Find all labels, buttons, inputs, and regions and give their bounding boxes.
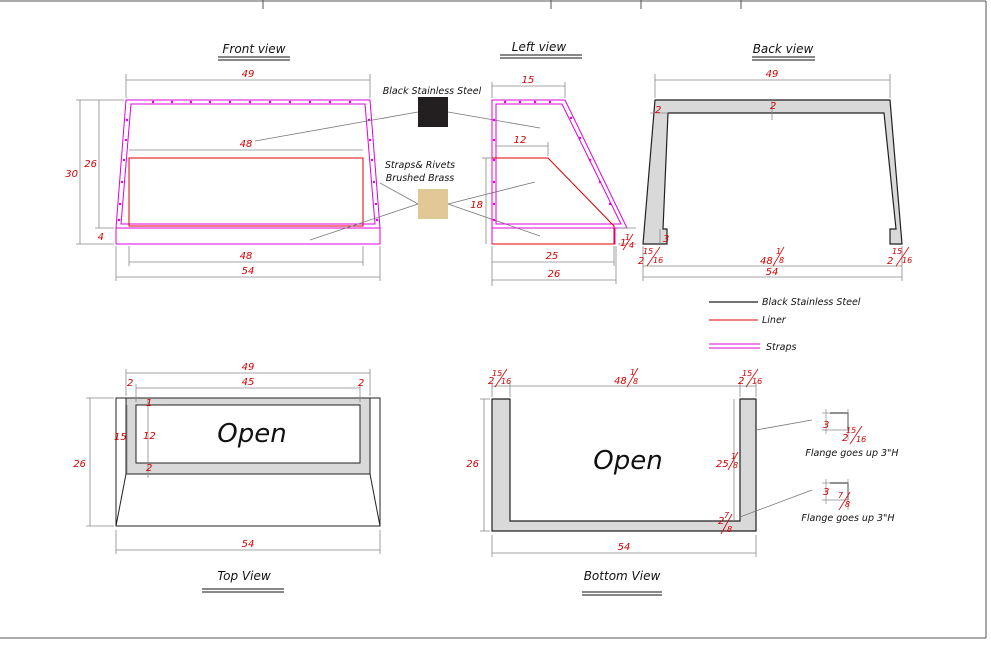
top-view: Open 49 45 2 2 1 15 12 2 26 54 Top View — [73, 362, 381, 593]
back-dim-mid-den: 8 — [779, 256, 784, 265]
flange1-dim-h: 3 — [823, 420, 829, 431]
front-view-title: Front view — [223, 42, 286, 56]
top-view-open-label: Open — [217, 419, 286, 449]
front-view: Front view 49 48 48 54 30 2 — [65, 42, 381, 281]
top-dim-bottom: 54 — [242, 539, 255, 550]
front-rivets — [117, 100, 379, 222]
legend-straps: Straps — [766, 342, 797, 353]
left-view-title: Left view — [512, 40, 567, 54]
back-dim-mid-w: 48 — [760, 256, 773, 267]
bottom-dim-right-w: 2 — [738, 376, 744, 387]
back-steel-profile — [642, 99, 903, 245]
top-dim-h-total: 26 — [73, 459, 86, 470]
bottom-view: Open 2 15 16 48 1 8 2 15 16 26 25 1 8 2 … — [466, 367, 813, 596]
legend-black-ss: Black Stainless Steel — [762, 297, 861, 308]
top-view-title: Top View — [217, 569, 271, 583]
brass-swatch — [418, 189, 448, 219]
flange-detail-2: 3 7 8 Flange goes up 3"H — [801, 479, 895, 524]
top-dim-top: 49 — [242, 362, 255, 373]
bottom-dim-left-w: 2 — [488, 376, 494, 387]
left-dim-h: 18 — [470, 200, 483, 211]
back-dim-flange: 3 — [663, 234, 669, 245]
bottom-steel-profile — [491, 398, 757, 532]
flange1-dim-num: 15 — [846, 426, 856, 435]
flange-detail-1: 3 2 15 16 Flange goes up 3"H — [805, 409, 899, 459]
bottom-dim-t-den: 8 — [727, 525, 732, 534]
back-dim-bottom: 54 — [766, 267, 779, 278]
bottom-dim-h: 26 — [466, 459, 479, 470]
material-callouts: Black Stainless Steel Straps& Rivets Bru… — [254, 86, 541, 241]
front-dim-bottom-inner: 48 — [240, 251, 253, 262]
front-dim-h-total: 30 — [65, 169, 78, 180]
flange2-dim-den: 8 — [845, 500, 850, 509]
front-dim-mid: 48 — [240, 139, 253, 150]
front-dim-bottom: 54 — [242, 266, 255, 277]
top-dim-left: 2 — [127, 378, 133, 389]
back-dim-right-w: 2 — [887, 256, 893, 267]
back-dim-top-thickness: 2 — [770, 101, 776, 112]
back-dim-left-w: 2 — [638, 256, 644, 267]
left-dim-bottom: 26 — [548, 269, 561, 280]
left-dim-bottom-liner: 25 — [546, 251, 559, 262]
bottom-dim-mid-num: 1 — [630, 368, 635, 377]
flange1-dim-w: 2 — [842, 433, 848, 444]
back-dim-right-num: 15 — [892, 247, 902, 256]
bottom-dim-right-num: 15 — [742, 369, 752, 378]
bottom-dim-mid-den: 8 — [633, 377, 638, 386]
bottom-dim-left-num: 15 — [492, 369, 502, 378]
black-ss-swatch — [418, 97, 448, 127]
front-dim-top: 49 — [242, 69, 255, 80]
legend-liner: Liner — [762, 315, 787, 326]
back-view-title: Back view — [753, 42, 814, 56]
back-view: Back view 49 2 2 3 2 15 16 48 1 8 2 15 1… — [638, 42, 912, 281]
bottom-dim-t-w: 2 — [718, 516, 724, 527]
left-dim-top: 15 — [522, 75, 535, 86]
black-ss-label: Black Stainless Steel — [383, 86, 482, 97]
left-view: Left view 15 12 18 25 26 1 1 4 — [470, 40, 636, 286]
back-dim-right-den: 16 — [902, 256, 912, 265]
left-dim-den: 4 — [629, 241, 634, 250]
flange2-dim-num: 7 — [838, 491, 844, 500]
top-dim-right: 2 — [358, 378, 364, 389]
straps-label-line1: Straps& Rivets — [385, 160, 455, 171]
bottom-dim-h-in: 25 — [716, 459, 729, 470]
bottom-dim-h-num: 1 — [731, 452, 736, 461]
back-dim-side: 2 — [655, 105, 661, 116]
flange2-dim-h: 3 — [823, 487, 829, 498]
bottom-view-title: Bottom View — [584, 569, 661, 583]
front-dim-h-body: 26 — [84, 159, 97, 170]
flange2-note: Flange goes up 3"H — [801, 513, 894, 524]
top-dim-inner: 45 — [242, 377, 255, 388]
back-dim-mid-num: 1 — [776, 247, 781, 256]
bottom-dim-right-den: 16 — [752, 377, 762, 386]
back-dim-top: 49 — [766, 69, 779, 80]
top-dim-h2: 12 — [143, 431, 156, 442]
left-dim-whole: 1 — [620, 238, 626, 249]
flange1-dim-den: 16 — [856, 435, 866, 444]
top-dim-t: 1 — [146, 398, 152, 409]
bottom-dim-bottom: 54 — [618, 542, 631, 553]
flange1-note: Flange goes up 3"H — [805, 448, 898, 459]
top-dim-b: 2 — [146, 463, 152, 474]
back-dim-left-num: 15 — [643, 247, 653, 256]
bottom-dim-h-den: 8 — [733, 461, 738, 470]
legend: Black Stainless Steel Liner Straps — [709, 297, 861, 353]
bottom-view-open-label: Open — [593, 446, 662, 476]
left-dim-num: 1 — [625, 233, 630, 242]
bottom-dim-mid-w: 48 — [614, 376, 627, 387]
left-dim-liner-top: 12 — [514, 135, 527, 146]
front-dim-h-base: 4 — [98, 232, 104, 243]
top-dim-h: 15 — [114, 432, 127, 443]
straps-label-line2: Brushed Brass — [386, 173, 455, 184]
bottom-dim-t-num: 7 — [724, 511, 730, 520]
back-dim-left-den: 16 — [653, 256, 663, 265]
bottom-dim-left-den: 16 — [501, 377, 511, 386]
